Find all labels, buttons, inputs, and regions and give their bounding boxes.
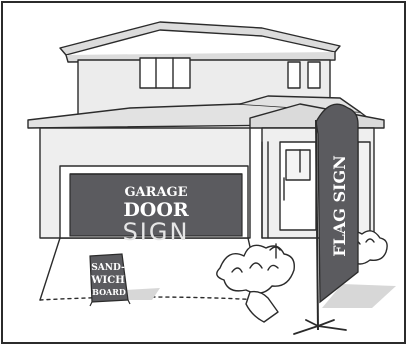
board-line3: BOARD [92,287,126,297]
flag-sign-text: FLAG SIGN [330,155,349,257]
board-line2: WICH [90,275,124,286]
garage-sign-line1: GARAGE [124,185,187,200]
upper-window-right-2 [308,62,320,88]
garage-sign-line3: SIGN [123,218,190,246]
upper-window-left [140,58,190,88]
porch-pillar [358,142,370,238]
upper-window-right-1 [288,62,300,88]
board-line1: SAND- [91,263,125,273]
garage-door-sign: GARAGE DOOR SIGN [70,174,242,246]
